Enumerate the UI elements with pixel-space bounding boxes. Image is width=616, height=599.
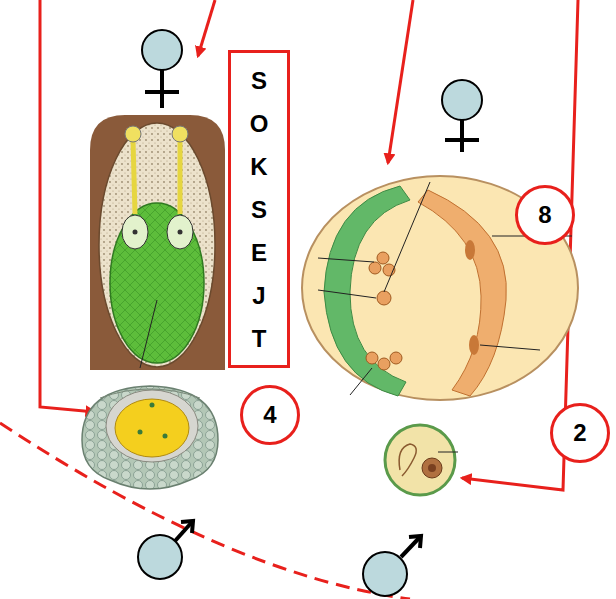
nucellus-band (418, 190, 506, 396)
vertical-label-box: SOK SEJT (228, 50, 290, 368)
female-symbol (142, 30, 182, 108)
generative-cell (399, 444, 416, 476)
callout-text: 8 (538, 203, 551, 227)
egg-apparatus (378, 358, 390, 370)
tissue (90, 115, 225, 370)
egg-cell (110, 203, 204, 363)
pointer-arrow (198, 0, 215, 56)
egg-apparatus (366, 352, 378, 364)
ovule (302, 176, 578, 400)
cell-dot (163, 434, 168, 439)
symbol-bar (445, 138, 479, 142)
symbol-head (181, 521, 193, 533)
callout-text: 4 (263, 403, 276, 427)
neck-tip (172, 126, 188, 142)
female-symbol (442, 80, 482, 152)
callout-text: 2 (573, 421, 586, 445)
leader-line (480, 345, 540, 350)
cell-dot (138, 430, 143, 435)
nucleus (167, 215, 193, 249)
nucleolus (178, 230, 183, 235)
cell (465, 240, 475, 260)
symbol-circle (442, 80, 482, 120)
leader-line (140, 300, 157, 368)
nucleolus (133, 230, 138, 235)
egg-apparatus (390, 352, 402, 364)
anther-wall (82, 386, 218, 489)
wall-line (100, 389, 200, 398)
symbol-stem (175, 522, 192, 541)
integument (324, 186, 410, 396)
vertical-label: SOK SEJT (247, 59, 271, 360)
symbol-circle (142, 30, 182, 70)
nucleolus (428, 464, 436, 472)
callout-circle (242, 387, 299, 444)
leader-line (318, 290, 376, 298)
pointer-arrow (388, 0, 413, 163)
callout-number: 4 (240, 385, 300, 445)
ovule-illustration (302, 176, 578, 400)
pollen-sac-illustration (82, 386, 218, 489)
male-symbol (138, 521, 193, 579)
callout-number: 8 (515, 185, 575, 245)
leader-line (384, 182, 430, 292)
leader-line (318, 258, 374, 262)
cell (469, 335, 479, 355)
male-symbol (363, 536, 421, 596)
pollen-wall (385, 425, 455, 495)
pollen-mother-cells (115, 399, 189, 457)
archegonium-illustration (90, 115, 225, 370)
callout-circle (552, 405, 609, 462)
antipodal-cell (369, 262, 381, 274)
tapetum (106, 390, 198, 462)
leader-line (438, 452, 458, 453)
central-nucleus (377, 291, 391, 305)
symbol-stem (160, 70, 164, 108)
antipodal-cell (377, 252, 389, 264)
symbol-circle (138, 535, 182, 579)
archegonium-wall (99, 123, 215, 367)
cell-dot (150, 403, 155, 408)
vegetative-nucleus (422, 458, 442, 478)
neck-tip (125, 126, 141, 142)
symbol-bar (145, 90, 179, 94)
neck (133, 140, 135, 214)
symbol-stem (460, 120, 464, 152)
callout-number: 2 (550, 403, 610, 463)
symbol-stem (401, 537, 420, 557)
symbol-circle (363, 552, 407, 596)
callout-circle (517, 187, 574, 244)
pollen-grain-illustration (385, 425, 458, 495)
symbol-head (409, 536, 421, 548)
nucleus (122, 215, 148, 249)
leader-line (350, 368, 372, 395)
pointer-arrow (40, 0, 95, 412)
neck (178, 140, 183, 214)
